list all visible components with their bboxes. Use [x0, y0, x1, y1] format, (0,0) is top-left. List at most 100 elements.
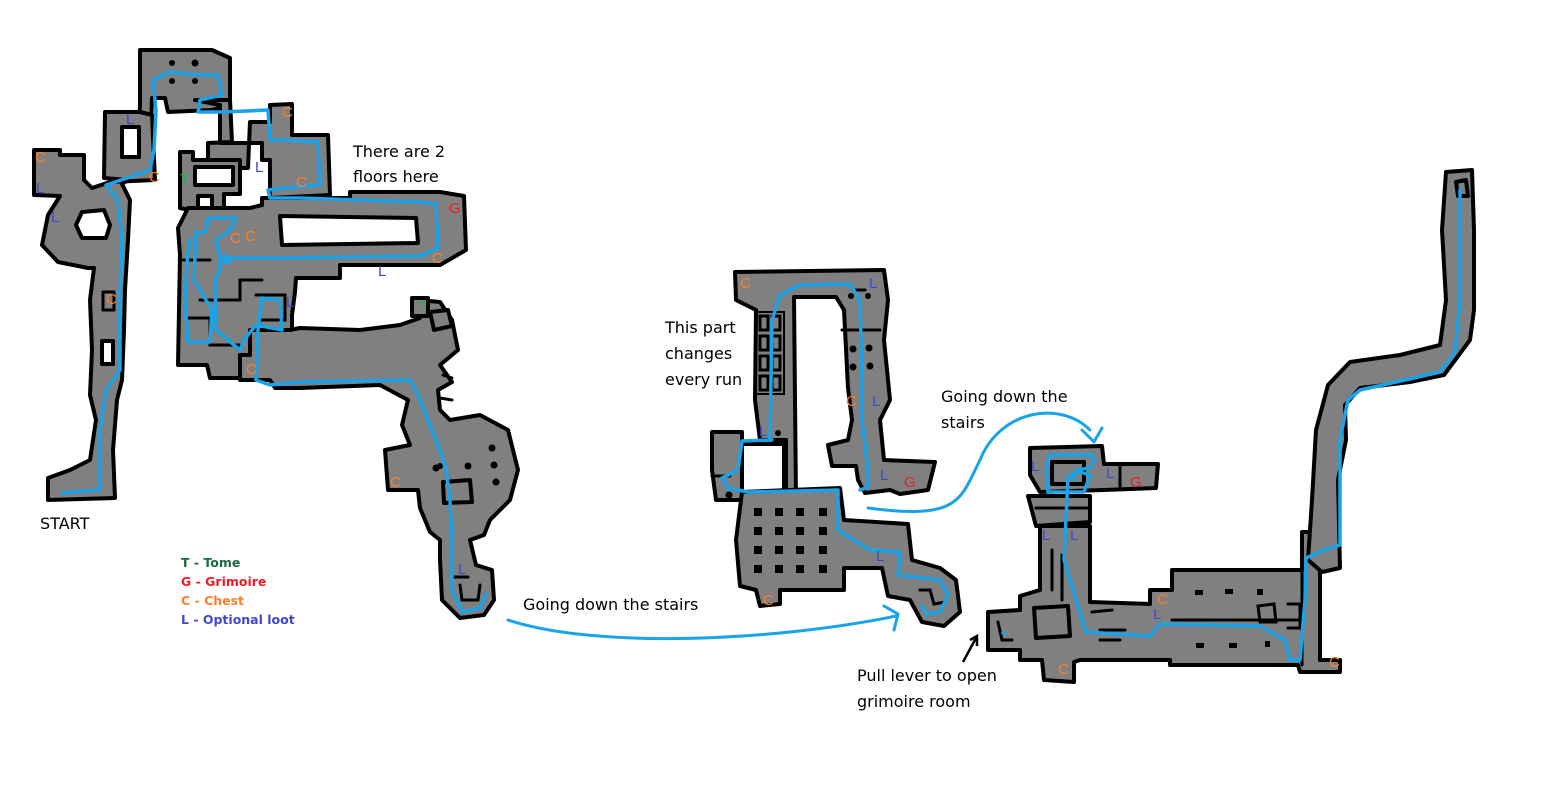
map-section-2	[710, 268, 962, 628]
wall	[438, 373, 482, 602]
chest-marker: C	[740, 275, 751, 292]
pillar	[437, 463, 443, 469]
room	[410, 296, 430, 318]
pillar	[819, 527, 827, 535]
room-hole	[278, 214, 420, 247]
pillar	[169, 78, 175, 84]
optional-loot-marker: L	[255, 159, 263, 176]
pillar	[490, 461, 498, 469]
start-label: START	[40, 514, 90, 533]
chest-marker: C	[1329, 654, 1340, 671]
wall	[996, 506, 1304, 667]
chest-marker: C	[246, 361, 257, 378]
stairs-note-2: stairs	[941, 413, 985, 432]
optional-loot-marker: L	[286, 294, 294, 311]
lever-arrow	[961, 633, 979, 663]
grimoire-marker: G	[449, 200, 461, 217]
optional-loot-marker: L	[126, 111, 134, 128]
chest-marker: C	[35, 149, 46, 166]
chest-marker: C	[763, 592, 774, 609]
tome-marker: T	[417, 299, 426, 316]
pillar	[1257, 589, 1263, 595]
room	[734, 486, 962, 628]
optional-loot-marker: L	[1070, 527, 1078, 544]
stairs-note-1: Going down the stairs	[523, 595, 698, 614]
chest-marker: C	[390, 474, 401, 491]
room	[986, 524, 1342, 684]
stairs-arrow-1-head	[882, 604, 900, 632]
pillar	[464, 462, 472, 470]
pillar	[754, 508, 762, 516]
room	[1026, 494, 1092, 528]
two-floors-note: floors here	[353, 167, 439, 186]
pillar	[775, 430, 781, 436]
pillar	[754, 565, 762, 573]
room-hole	[100, 339, 115, 366]
chest-marker: C	[1157, 591, 1168, 608]
pillar	[754, 527, 762, 535]
legend-item-chest: C - Chest	[181, 593, 245, 608]
optional-loot-marker: L	[1031, 458, 1039, 475]
chest-marker: C	[149, 169, 160, 186]
optional-loot-marker: L	[880, 467, 888, 484]
room	[428, 308, 454, 332]
route-path	[213, 253, 488, 614]
optional-loot-marker: L	[876, 548, 884, 565]
pillar	[775, 508, 783, 516]
chest-marker: C	[296, 174, 307, 191]
legend-item-optional-loot: L - Optional loot	[181, 612, 295, 627]
route-path	[60, 70, 440, 495]
room-hole	[740, 442, 786, 496]
tome-marker: T	[180, 171, 189, 188]
pillar	[849, 363, 857, 371]
pillar	[775, 565, 783, 573]
room-hole	[1454, 178, 1470, 198]
changes-every-run-note: This part	[664, 318, 736, 337]
pillar	[865, 293, 871, 299]
optional-loot-marker: L	[51, 209, 59, 226]
route-path	[1001, 630, 1007, 635]
optional-loot-marker: L	[759, 423, 767, 440]
room	[1306, 168, 1476, 574]
lever-note: Pull lever to open	[857, 666, 997, 685]
room-hole	[1032, 604, 1072, 640]
pillar	[848, 293, 854, 299]
pillar	[1225, 589, 1233, 594]
optional-loot-marker: L	[36, 180, 44, 197]
pillar	[1195, 590, 1203, 595]
pillar	[796, 527, 804, 535]
pillar	[1229, 643, 1237, 648]
room	[32, 110, 157, 502]
optional-loot-marker: L	[1042, 527, 1050, 544]
pillar	[775, 546, 783, 554]
optional-loot-marker: L	[1153, 606, 1161, 623]
pillar	[1265, 641, 1270, 647]
map-section-1	[32, 48, 520, 620]
stairs-note-2: Going down the	[941, 387, 1068, 406]
optional-loot-marker: L	[458, 561, 466, 578]
pillar	[725, 491, 733, 499]
pillar-grid	[754, 508, 827, 573]
lever-note: grimoire room	[857, 692, 971, 711]
optional-loot-marker: L	[378, 263, 386, 280]
chest-marker: C	[230, 230, 241, 247]
stairs-arrow-2	[866, 411, 1092, 513]
changes-every-run-note: changes	[665, 344, 732, 363]
chest-marker: C	[1058, 661, 1069, 678]
pillar	[191, 59, 199, 67]
legend-item-grimoire: G - Grimoire	[181, 574, 267, 589]
chest-marker: C	[245, 228, 256, 245]
chest-marker: C	[106, 291, 117, 308]
room-hole	[74, 208, 112, 240]
pillar	[488, 444, 496, 452]
loot-markers: C L L L C L C C T C C G C L C L C T C L …	[35, 104, 1340, 678]
stairs-arrow-2-head	[1080, 426, 1104, 444]
room	[193, 98, 332, 200]
pillar	[865, 344, 873, 352]
room-hole	[120, 125, 141, 159]
changes-every-run-note: every run	[665, 370, 742, 389]
room-hole	[193, 165, 235, 187]
optional-loot-marker: L	[1106, 465, 1114, 482]
room	[710, 430, 744, 502]
